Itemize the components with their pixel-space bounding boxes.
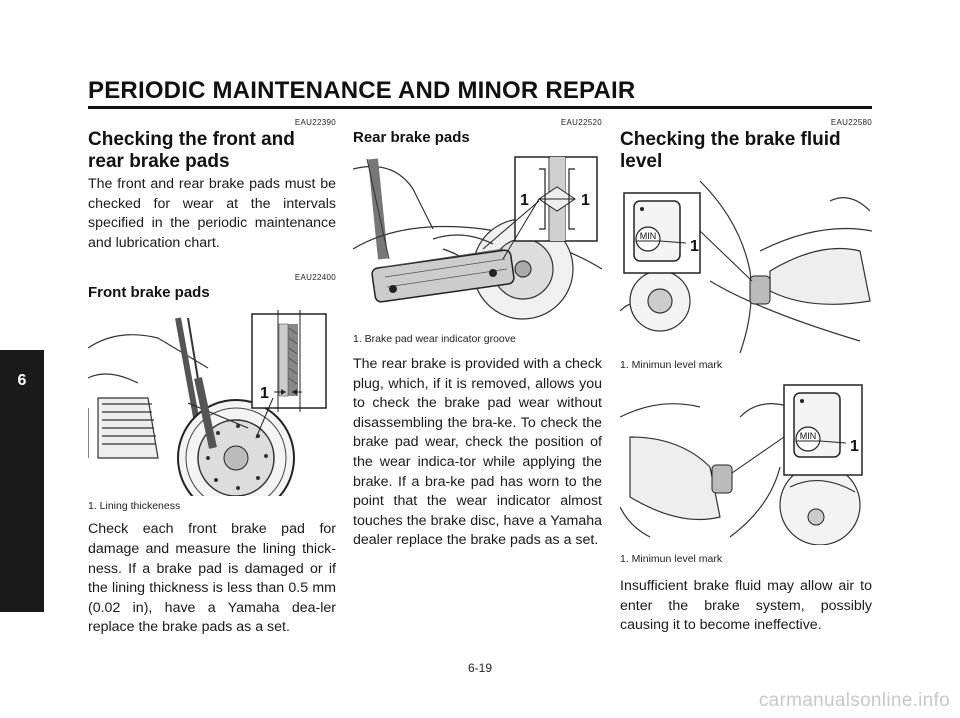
chapter-tab-number: 6: [17, 372, 27, 389]
reference-code: EAU22390: [294, 118, 336, 127]
subsection-heading: Rear brake pads: [353, 129, 470, 146]
brake-fluid-illustration-1: MIN 1: [620, 181, 872, 353]
min-label: MIN: [640, 231, 657, 241]
rear-brake-illustration: 1 1: [353, 156, 602, 320]
callout-number: 1: [850, 438, 859, 455]
body-paragraph: Check each front brake pad for damage an…: [88, 521, 336, 636]
subsection-heading: Front brake pads: [88, 284, 210, 302]
reference-code: EAU22520: [560, 118, 602, 127]
callout-number: 1: [260, 385, 269, 402]
watermark-text: carmanualsonline.info: [758, 690, 950, 711]
reference-code: EAU22580: [830, 118, 872, 127]
figure-caption: 1. Minimun level mark: [620, 553, 723, 565]
figure-caption: 1. Lining thickeness: [88, 500, 181, 513]
front-brake-illustration: 1: [88, 310, 327, 497]
body-paragraph: The rear brake is provided with a check …: [353, 356, 602, 549]
callout-number-left: 1: [520, 192, 529, 209]
page-header-title: PERIODIC MAINTENANCE AND MINOR REPAIR: [88, 77, 636, 104]
section-heading: Checking the front and rear brake pads: [88, 129, 295, 172]
section-heading: Checking the brake fluid level: [620, 129, 841, 172]
intro-paragraph: The front and rear brake pads must be ch…: [88, 176, 336, 251]
column-front-rear-brake-pads: EAU22390 Checking the front and rear bra…: [88, 118, 336, 638]
reference-code: EAU22400: [294, 273, 336, 283]
brake-fluid-illustration-2: MIN 1: [620, 384, 863, 545]
page-number: 6-19: [467, 661, 493, 675]
body-paragraph: Insufficient brake fluid may allow air t…: [620, 578, 872, 634]
min-label: MIN: [800, 431, 817, 441]
callout-number: 1: [690, 238, 699, 255]
figure-caption: 1. Brake pad wear indicator groove: [353, 333, 516, 345]
header-rule: [88, 106, 872, 109]
figure-caption: 1. Minimun level mark: [620, 359, 723, 371]
column-brake-fluid-level: EAU22580 Checking the brake fluid level …: [620, 118, 872, 636]
column-rear-brake-pads: EAU22520 Rear brake pads: [353, 118, 602, 551]
chapter-tab: 6: [0, 350, 44, 612]
callout-number-right: 1: [581, 192, 590, 209]
